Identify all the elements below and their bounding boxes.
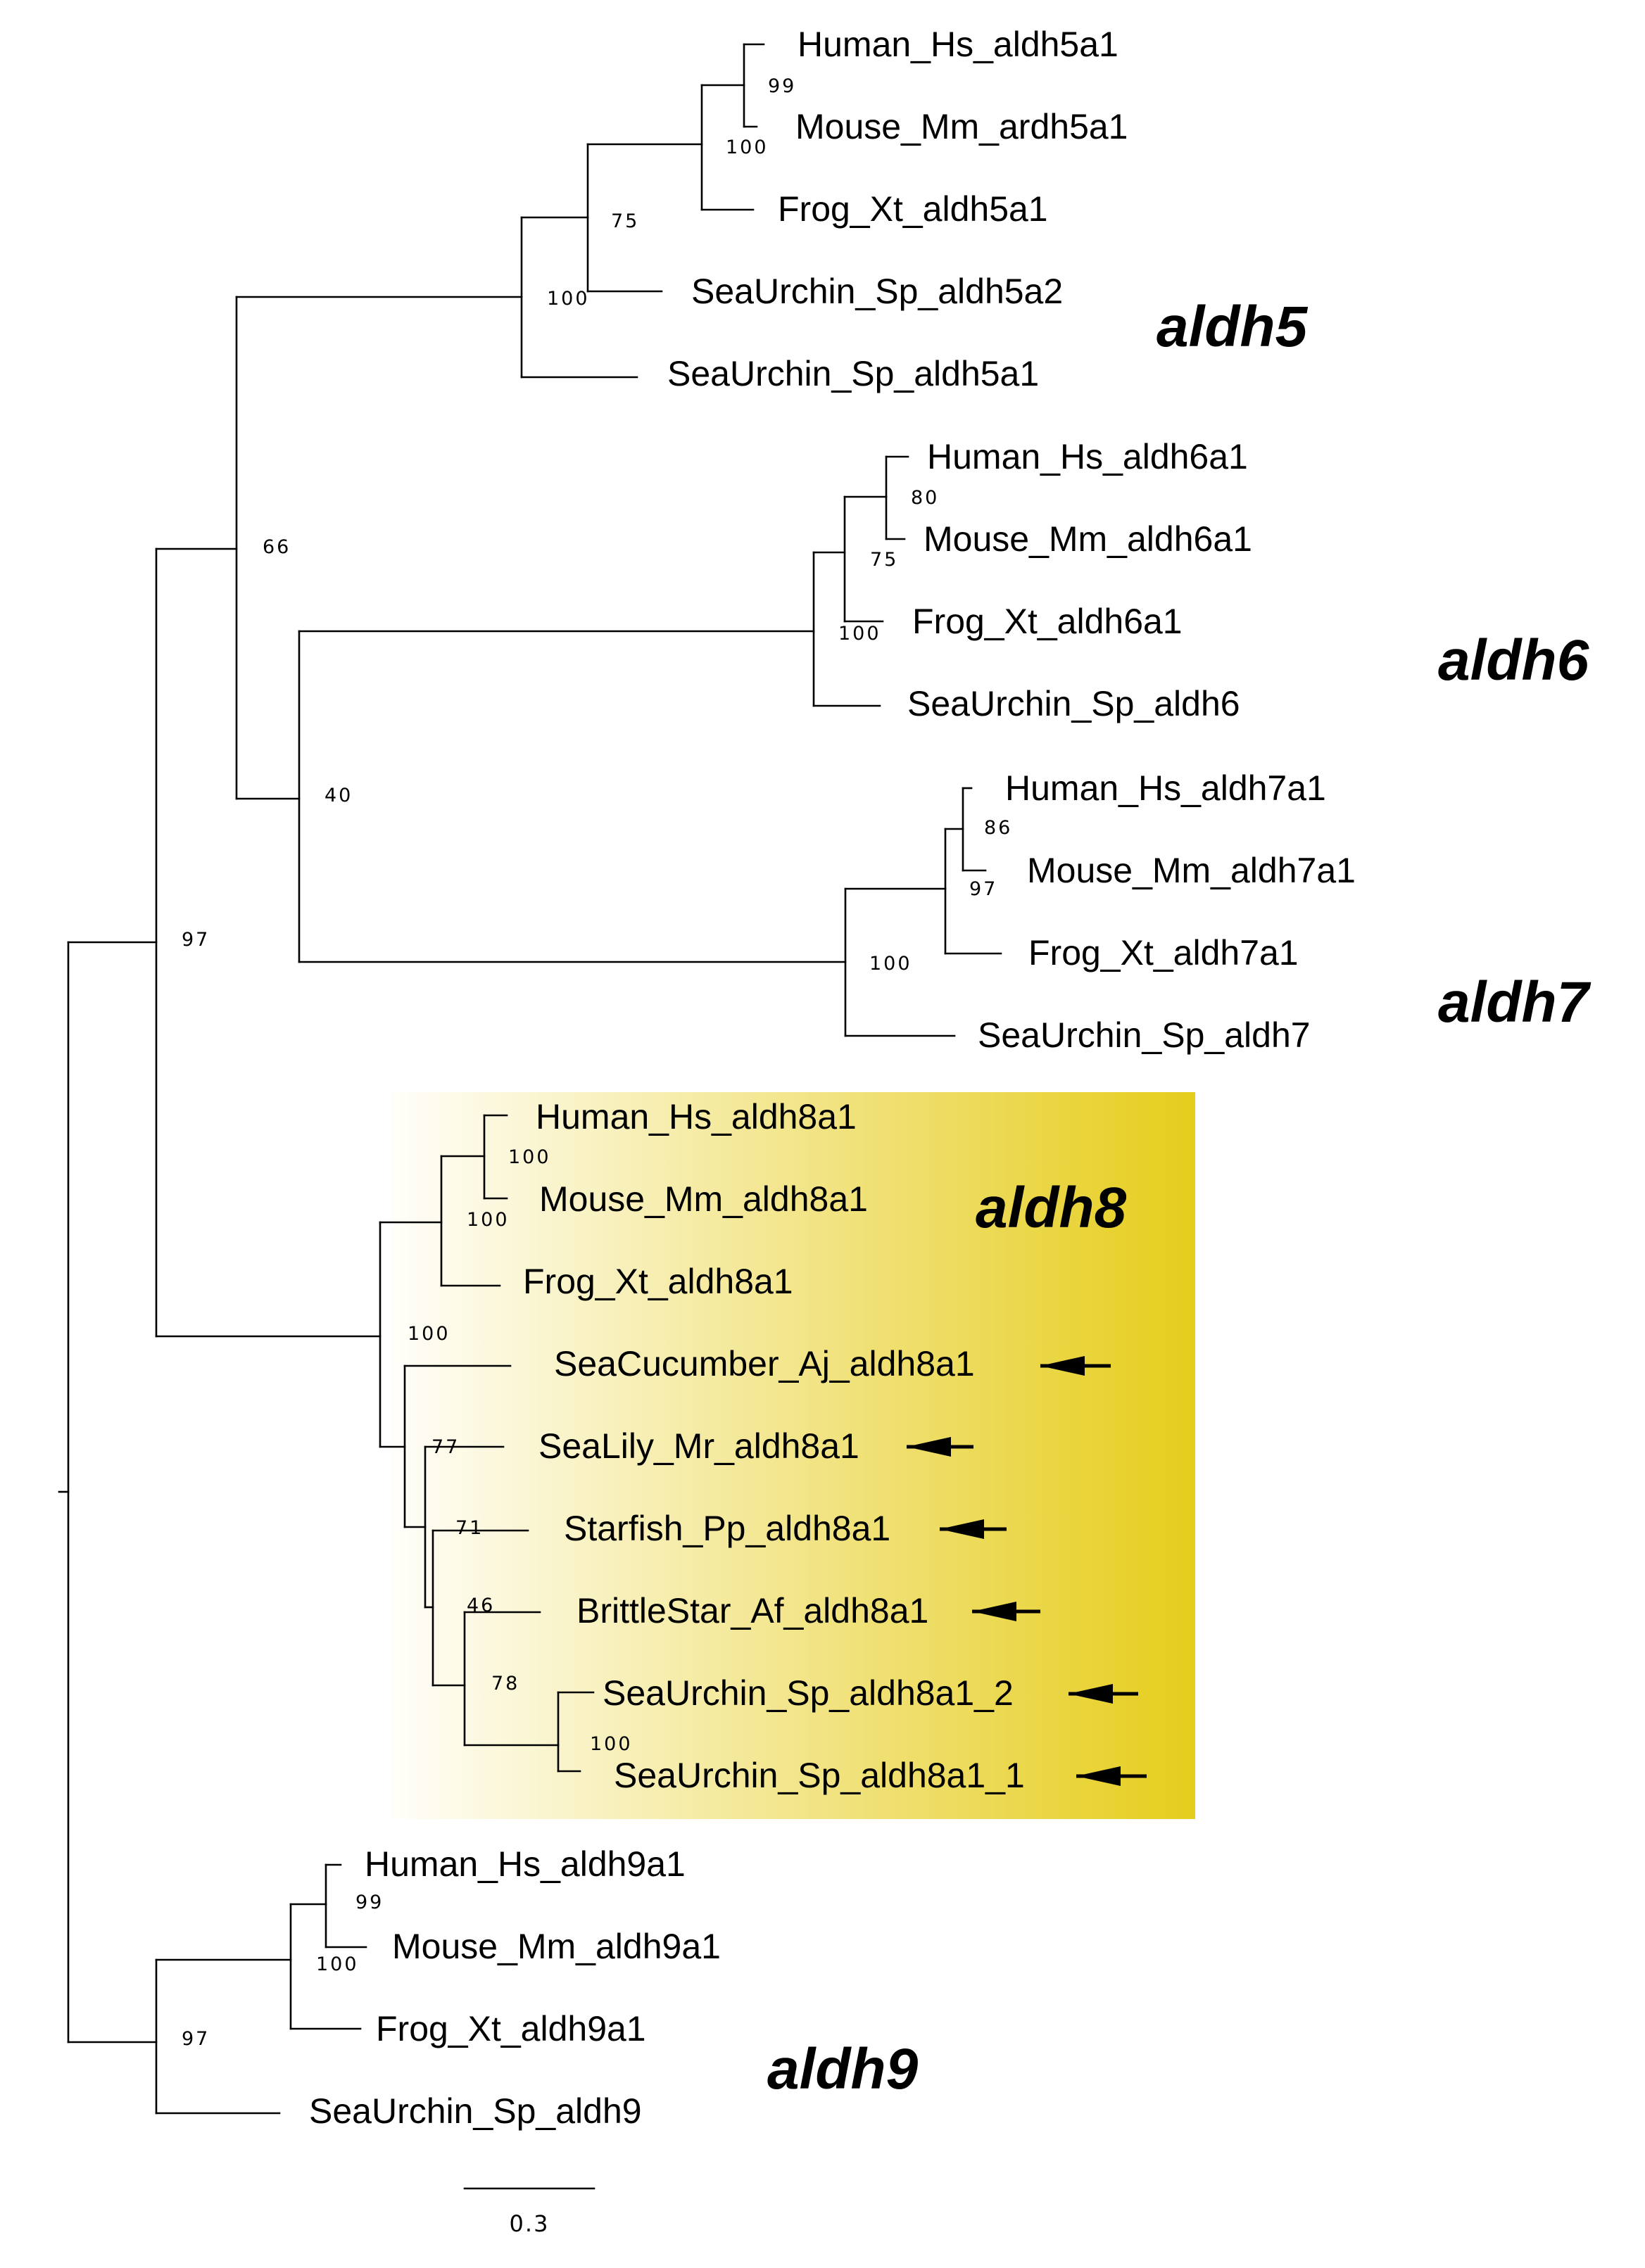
arrow-icon [940, 1519, 1007, 1539]
support-value: 100 [726, 137, 769, 158]
clade-label-aldh8: aldh8 [976, 1176, 1127, 1240]
leaf-label: SeaUrchin_Sp_aldh8a1_1 [614, 1756, 1025, 1795]
leaf-label: Starfish_Pp_aldh8a1 [564, 1509, 890, 1548]
leaf-label: Human_Hs_aldh5a1 [798, 25, 1118, 64]
leaf-label: Mouse_Mm_aldh6a1 [924, 519, 1252, 559]
leaf-label: SeaUrchin_Sp_aldh6 [907, 684, 1240, 723]
support-value: 100 [316, 1953, 359, 1975]
leaf-label: Human_Hs_aldh8a1 [536, 1097, 857, 1136]
scale-bar: 0.3 [463, 2187, 595, 2237]
arrow-icon [1040, 1356, 1111, 1376]
support-value: 97 [182, 929, 210, 951]
arrow-icon [1076, 1766, 1147, 1786]
support-value: 86 [984, 817, 1012, 839]
tree-branches [58, 43, 1002, 2115]
leaf-label: Mouse_Mm_aldh7a1 [1027, 851, 1356, 890]
arrow-icon [1069, 1684, 1138, 1704]
leaf-labels: Human_Hs_aldh5a1 Mouse_Mm_ardh5a1 Frog_X… [309, 25, 1356, 2131]
leaf-label: Human_Hs_aldh6a1 [927, 437, 1248, 476]
leaf-label: Human_Hs_aldh9a1 [365, 1844, 686, 1884]
support-value: 100 [467, 1209, 510, 1231]
leaf-label: SeaUrchin_Sp_aldh9 [309, 2091, 642, 2131]
leaf-label: Mouse_Mm_aldh8a1 [539, 1179, 868, 1219]
support-value: 75 [870, 549, 898, 571]
support-value: 71 [455, 1517, 484, 1539]
echinoderm-arrows [907, 1356, 1147, 1786]
support-value: 80 [911, 487, 939, 509]
scale-bar-label: 0.3 [510, 2210, 550, 2237]
leaf-label: SeaLily_Mr_aldh8a1 [538, 1426, 859, 1466]
support-value: 97 [182, 2028, 210, 2050]
leaf-label: Frog_Xt_aldh7a1 [1028, 933, 1299, 973]
clade-label-aldh9: aldh9 [767, 2037, 919, 2101]
support-value: 40 [324, 785, 353, 806]
aldh8-highlight-box [391, 1092, 1195, 1819]
support-value: 77 [431, 1436, 460, 1458]
leaf-label: BrittleStar_Af_aldh8a1 [576, 1591, 928, 1630]
support-value: 100 [838, 623, 881, 645]
clade-labels: aldh5 aldh6 aldh7 aldh8 aldh9 [767, 295, 1592, 2101]
support-value: 100 [869, 953, 912, 975]
arrow-icon [972, 1602, 1040, 1621]
leaf-label: Frog_Xt_aldh5a1 [778, 189, 1048, 229]
leaf-label: SeaCucumber_Aj_aldh8a1 [554, 1344, 975, 1383]
clade-label-aldh7: aldh7 [1438, 970, 1592, 1034]
leaf-label: Human_Hs_aldh7a1 [1005, 768, 1326, 808]
clade-label-aldh6: aldh6 [1438, 628, 1590, 692]
support-value: 100 [408, 1323, 450, 1345]
support-value: 99 [768, 75, 796, 97]
support-value: 66 [263, 536, 291, 558]
support-value: 100 [590, 1733, 633, 1755]
leaf-label: SeaUrchin_Sp_aldh5a2 [691, 272, 1063, 311]
leaf-label: Frog_Xt_aldh9a1 [376, 2009, 646, 2048]
support-value: 100 [547, 288, 590, 310]
leaf-label: Frog_Xt_aldh6a1 [912, 602, 1183, 641]
leaf-label: SeaUrchin_Sp_aldh8a1_2 [603, 1673, 1014, 1713]
clade-label-aldh5: aldh5 [1156, 295, 1309, 359]
support-value: 78 [491, 1673, 519, 1694]
leaf-label: SeaUrchin_Sp_aldh7 [978, 1015, 1311, 1055]
leaf-label: SeaUrchin_Sp_aldh5a1 [667, 354, 1039, 393]
arrow-icon [907, 1437, 973, 1457]
support-value: 75 [611, 210, 639, 232]
support-value: 46 [467, 1595, 495, 1616]
leaf-label: Frog_Xt_aldh8a1 [523, 1262, 793, 1301]
support-values: 99 100 75 100 66 80 75 100 40 86 97 100 … [182, 75, 1012, 2050]
support-value: 97 [969, 878, 997, 900]
leaf-label: Mouse_Mm_aldh9a1 [392, 1927, 721, 1966]
support-value: 100 [508, 1146, 551, 1168]
leaf-label: Mouse_Mm_ardh5a1 [795, 107, 1128, 146]
support-value: 99 [355, 1892, 384, 1913]
